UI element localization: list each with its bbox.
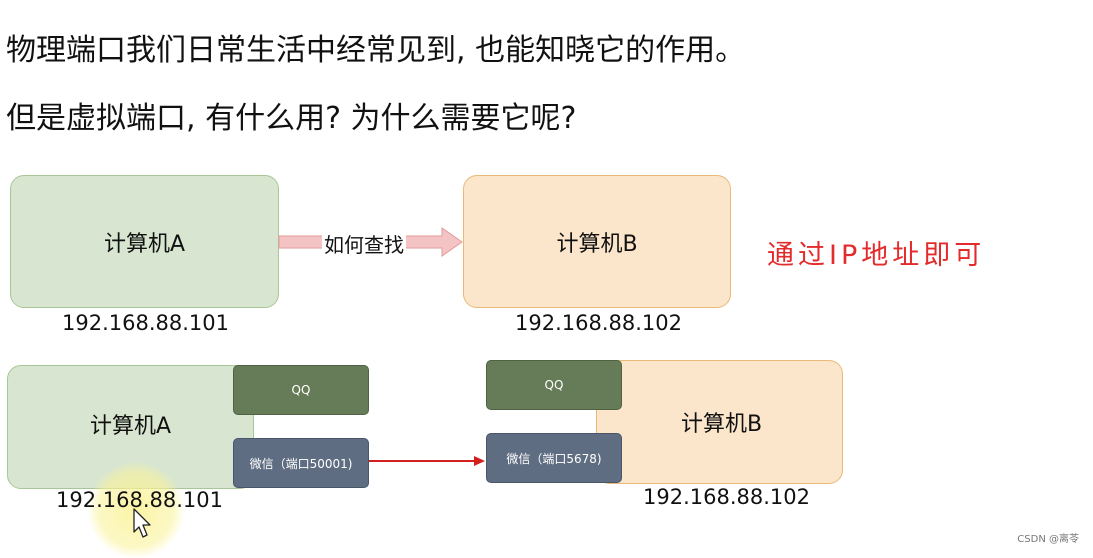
top-computer-b-label: 计算机B [556, 231, 638, 257]
qq-app-right-label: QQ [544, 378, 564, 392]
top-computer-b-ip: 192.168.88.102 [515, 311, 682, 335]
bottom-computer-b-box: 计算机B [596, 360, 843, 484]
bottom-computer-a-ip: 192.168.88.101 [56, 488, 223, 512]
csdn-watermark: CSDN @离苓 [1017, 534, 1079, 545]
bottom-computer-b-label: 计算机B [681, 412, 763, 437]
bottom-port-arrow-head [474, 456, 485, 466]
top-computer-a-ip: 192.168.88.101 [62, 311, 229, 335]
top-computer-a-box: 计算机A [10, 175, 279, 308]
bottom-computer-b-ip: 192.168.88.102 [643, 485, 810, 509]
qq-app-left-label: QQ [291, 383, 311, 397]
qq-app-right: QQ [486, 360, 622, 410]
heading-virtual-ports-question: 但是虚拟端口, 有什么用? 为什么需要它呢? [6, 101, 577, 136]
top-arrow-label: 如何查找 [322, 229, 406, 258]
ip-address-note: 通过IP地址即可 [767, 240, 986, 271]
wechat-app-right: 微信（端口5678) [486, 433, 622, 483]
bottom-computer-a-label: 计算机A [90, 414, 172, 439]
wechat-app-left: 微信（端口50001) [233, 438, 369, 488]
qq-app-left: QQ [233, 365, 369, 415]
heading-physical-ports: 物理端口我们日常生活中经常见到, 也能知晓它的作用。 [6, 33, 746, 68]
wechat-app-left-label: 微信（端口50001) [249, 456, 353, 471]
top-computer-b-box: 计算机B [463, 175, 731, 308]
top-computer-a-label: 计算机A [103, 231, 186, 257]
wechat-app-right-label: 微信（端口5678) [506, 451, 602, 466]
